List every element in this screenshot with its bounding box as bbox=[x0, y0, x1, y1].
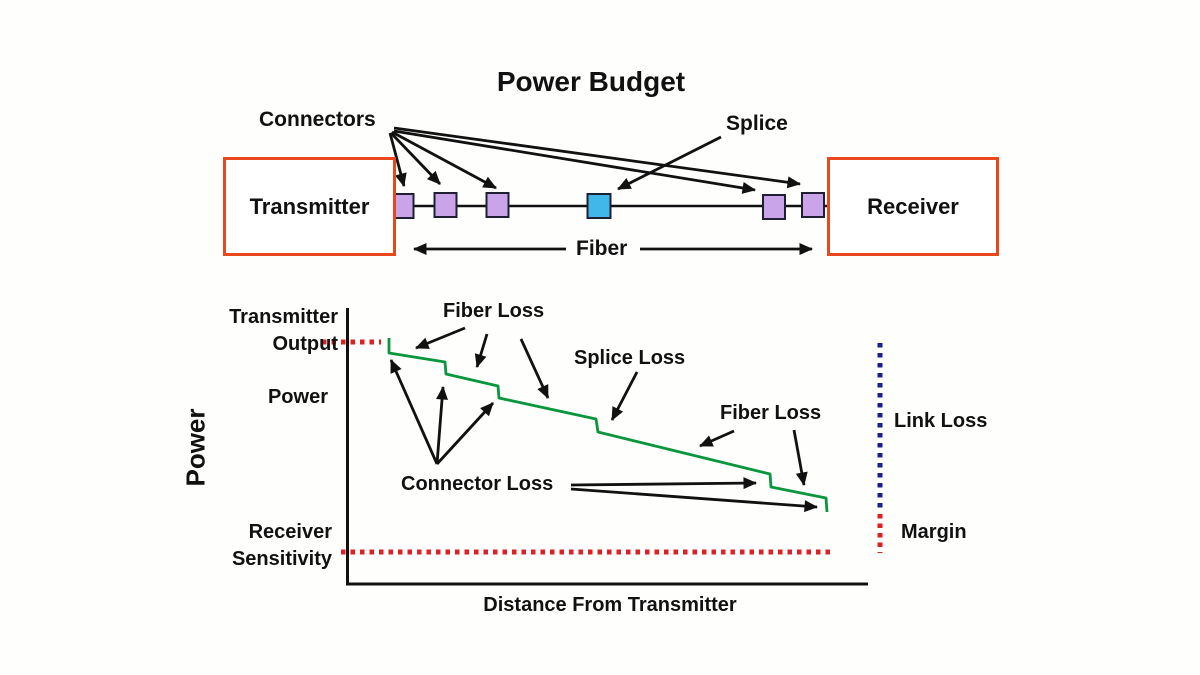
connector-loss-arrow-1 bbox=[389, 359, 439, 465]
connector-square-4 bbox=[762, 194, 786, 220]
receiver-sensitivity-line2: Sensitivity bbox=[231, 548, 332, 570]
margin-label: Margin bbox=[901, 521, 967, 543]
connector-square-5 bbox=[801, 192, 825, 218]
y-axis-label: Power bbox=[180, 408, 211, 487]
connectors-arrow-1 bbox=[388, 132, 407, 187]
connector-loss-arrow-5 bbox=[570, 487, 818, 513]
fiber-loss-lower-label: Fiber Loss bbox=[720, 402, 822, 424]
receiver-label: Receiver bbox=[867, 193, 959, 219]
connectors-label: Connectors bbox=[259, 108, 376, 131]
fiber-loss-upper-label: Fiber Loss bbox=[443, 300, 545, 322]
x-axis-label: Distance From Transmitter bbox=[483, 594, 737, 616]
splice-loss-label: Splice Loss bbox=[574, 347, 686, 369]
fiber-label: Fiber bbox=[576, 237, 628, 260]
power-label: Power bbox=[267, 386, 328, 408]
transmitter-output-label: Transmitter Output bbox=[178, 304, 338, 358]
fiber-loss-lower-arrow-2 bbox=[792, 429, 808, 486]
connectors-arrow-5 bbox=[393, 126, 801, 189]
connector-loss-arrow-2 bbox=[435, 386, 449, 465]
connector-loss-label: Connector Loss bbox=[401, 473, 554, 495]
transmitter-label: Transmitter bbox=[249, 193, 370, 219]
link-loss-label: Link Loss bbox=[894, 410, 988, 432]
receiver-sensitivity-label: Receiver Sensitivity bbox=[172, 519, 332, 573]
connector-square-2 bbox=[433, 192, 458, 218]
splice-arrow bbox=[617, 135, 722, 191]
connector-loss-arrow-3 bbox=[435, 402, 495, 465]
power-curve bbox=[387, 338, 829, 513]
fiber-loss-lower-arrow-1 bbox=[699, 429, 735, 448]
fiber-loss-upper-arrow-1 bbox=[415, 326, 466, 350]
connectors-arrow-3 bbox=[391, 130, 497, 190]
fiber-loss-upper-arrow-3 bbox=[519, 338, 550, 399]
receiver-box: Receiver bbox=[827, 157, 999, 256]
fiber-loss-upper-arrow-2 bbox=[474, 333, 489, 368]
connector-loss-arrow-4 bbox=[570, 477, 757, 490]
splice-label: Splice bbox=[726, 112, 788, 135]
splice-square bbox=[586, 193, 612, 219]
receiver-sensitivity-line1: Receiver bbox=[248, 521, 332, 543]
transmitter-box: Transmitter bbox=[223, 157, 396, 256]
splice-loss-arrow bbox=[610, 371, 639, 421]
connectors-arrow-2 bbox=[389, 132, 442, 185]
connectors-arrow-4 bbox=[393, 129, 756, 194]
transmitter-output-line1: Transmitter bbox=[229, 306, 338, 328]
connector-square-3 bbox=[485, 192, 510, 218]
transmitter-output-line2: Output bbox=[272, 333, 338, 355]
page-title: Power Budget bbox=[496, 66, 686, 97]
